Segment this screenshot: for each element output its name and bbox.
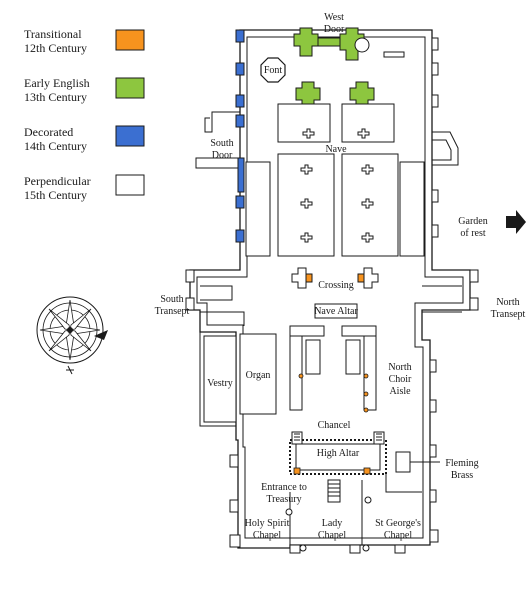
high-altar-area — [289, 431, 387, 503]
treasury-label-line2: Treasury — [266, 494, 301, 505]
organ-label: Organ — [246, 370, 271, 381]
arrow-right-icon — [506, 210, 526, 234]
fleming-brass-label-line1: Fleming — [445, 458, 478, 469]
legend-decorated-swatch — [115, 125, 145, 147]
legend-perpendicular-line1: Perpendicular — [24, 174, 91, 188]
compass-rose-icon — [36, 296, 108, 375]
north-choir-label-line2: Choir — [389, 374, 412, 385]
high-altar-label: High Altar — [317, 448, 360, 459]
font-octagon-icon — [260, 57, 286, 83]
st-georges-chapel-label-line1: St George's — [375, 518, 421, 529]
lady-chapel-label-line1: Lady — [322, 518, 343, 529]
nave-pews — [245, 103, 425, 257]
north-buttresses — [429, 37, 479, 543]
legend-transitional-swatch — [115, 29, 145, 51]
lady-chapel-label-line2: Chapel — [318, 530, 347, 541]
south-door-label-line2: Door — [212, 150, 233, 161]
north-choir-label-line3: Aisle — [389, 386, 411, 397]
nave-pier-early-english-south — [295, 81, 321, 107]
north-transept-label-line2: Transept — [491, 309, 526, 320]
legend: Transitional 12th Century Early English … — [24, 27, 145, 202]
west-door-label-line2: Door — [324, 24, 345, 35]
legend-transitional-line1: Transitional — [24, 27, 82, 41]
fleming-brass-box — [395, 451, 411, 473]
south-door-label-line1: South — [210, 138, 233, 149]
holy-spirit-chapel-label-line2: Chapel — [253, 530, 282, 541]
font-label: Font — [264, 65, 283, 76]
holy-spirit-chapel-label-line1: Holy Spirit — [245, 518, 290, 529]
legend-early-english-swatch — [115, 77, 145, 99]
treasury-label-line1: Entrance to — [261, 482, 307, 493]
nave-label: Nave — [325, 144, 347, 155]
legend-transitional-line2: 12th Century — [24, 41, 87, 55]
st-georges-chapel-label-line2: Chapel — [384, 530, 413, 541]
west-door-label-line1: West — [324, 12, 344, 23]
chancel-label: Chancel — [318, 420, 351, 431]
south-buttresses-decorated — [185, 29, 406, 554]
legend-perpendicular-swatch — [115, 174, 145, 196]
vestry-organ — [199, 332, 277, 427]
choir-stalls — [289, 325, 377, 413]
nave-pier-early-english-north — [349, 81, 375, 107]
north-choir-label-line1: North — [388, 362, 411, 373]
plan-labels: West Door Font South Door Nave Garden of… — [155, 12, 526, 541]
legend-perpendicular-line2: 15th Century — [24, 188, 87, 202]
legend-early-english-line1: Early English — [24, 76, 90, 90]
chapel-walls — [285, 474, 422, 552]
garden-label-line1: Garden — [458, 216, 487, 227]
crossing-piers — [291, 267, 379, 289]
legend-early-english-line2: 13th Century — [24, 90, 87, 104]
vestry-label: Vestry — [207, 378, 233, 389]
transept-walls — [200, 285, 462, 326]
nave-altar-label: Nave Altar — [314, 306, 358, 317]
nave-altar-box — [314, 303, 358, 319]
west-end — [260, 27, 405, 107]
garden-label-line2: of rest — [460, 228, 485, 239]
crossing-label: Crossing — [318, 280, 354, 291]
south-transept-label-line1: South — [160, 294, 183, 305]
north-transept-label-line1: North — [496, 297, 519, 308]
south-transept-label-line2: Transept — [155, 306, 190, 317]
legend-decorated-line2: 14th Century — [24, 139, 87, 153]
legend-decorated-line1: Decorated — [24, 125, 73, 139]
fleming-brass-label-line2: Brass — [451, 470, 473, 481]
